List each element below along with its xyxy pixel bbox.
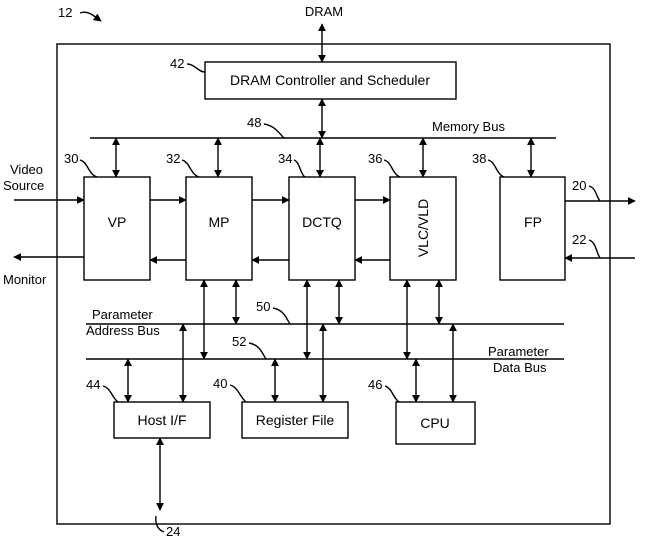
memory-bus-label: Memory Bus xyxy=(432,119,505,134)
ref-vp-leader xyxy=(79,159,98,178)
host-if-label: Host I/F xyxy=(137,412,186,428)
dram-controller-label: DRAM Controller and Scheduler xyxy=(230,72,430,88)
ref-in-22: 22 xyxy=(572,232,586,247)
ref-dctq: 34 xyxy=(278,151,292,166)
ref-memory-bus: 48 xyxy=(247,115,261,130)
dctq-label: DCTQ xyxy=(302,214,342,230)
ref-vlc-vld: 36 xyxy=(368,151,382,166)
ref-fp-leader xyxy=(487,159,505,178)
ref-dram-controller: 42 xyxy=(170,56,184,71)
ref-cpu-leader xyxy=(384,385,400,403)
ref-register-file-leader xyxy=(229,384,247,403)
ref-memory-bus-leader xyxy=(263,123,285,139)
ref-param-addr-bus-leader xyxy=(272,307,291,325)
ref-mp-leader xyxy=(181,159,200,178)
video-source-label-2: Source xyxy=(3,178,44,193)
video-source-label-1: Video xyxy=(10,162,43,177)
param-data-label-1: Parameter xyxy=(488,344,549,359)
param-addr-label-1: Parameter xyxy=(92,307,153,322)
cpu-label: CPU xyxy=(420,415,450,431)
vp-block xyxy=(83,176,151,281)
ref-mp: 32 xyxy=(166,151,180,166)
mp-block xyxy=(185,176,253,281)
ref-dram-controller-leader xyxy=(186,63,206,73)
vp-label: VP xyxy=(108,214,127,230)
ref-register-file: 40 xyxy=(213,376,227,391)
ref-host-port: 24 xyxy=(166,524,180,539)
ref-vp: 30 xyxy=(64,151,78,166)
dram-controller-block xyxy=(204,61,457,100)
ref-vlc-vld-leader xyxy=(383,159,401,178)
vlc-vld-block xyxy=(389,176,457,281)
chip-boundary xyxy=(56,43,611,525)
ref-in-22-leader xyxy=(588,239,601,259)
ref-fp: 38 xyxy=(472,151,486,166)
ref-cpu: 46 xyxy=(368,377,382,392)
host-if-block xyxy=(113,401,211,439)
ref-param-data-bus-leader xyxy=(248,342,267,360)
monitor-label: Monitor xyxy=(3,272,47,287)
ref-out-20: 20 xyxy=(572,178,586,193)
mp-label: MP xyxy=(209,214,230,230)
ref-host-port-leader xyxy=(155,515,165,533)
ref-param-data-bus: 52 xyxy=(232,334,246,349)
cpu-block xyxy=(395,401,476,445)
ref-host-if-leader xyxy=(102,385,119,403)
dram-label: DRAM xyxy=(305,4,343,19)
dctq-block xyxy=(288,176,356,281)
register-file-label: Register File xyxy=(256,412,335,428)
param-data-label-2: Data Bus xyxy=(493,360,547,375)
param-addr-label-2: Address Bus xyxy=(86,323,160,338)
ref-chip: 12 xyxy=(58,5,72,20)
fp-label: FP xyxy=(524,214,542,230)
fp-block xyxy=(499,176,566,281)
register-file-block xyxy=(241,401,349,439)
ref-out-20-leader xyxy=(588,185,601,202)
ref-dctq-leader xyxy=(293,159,306,178)
ref-host-if: 44 xyxy=(86,377,100,392)
ref-param-addr-bus: 50 xyxy=(256,299,270,314)
ref-chip-leader xyxy=(79,11,102,22)
vlc-vld-label: VLC/VLD xyxy=(415,199,431,257)
